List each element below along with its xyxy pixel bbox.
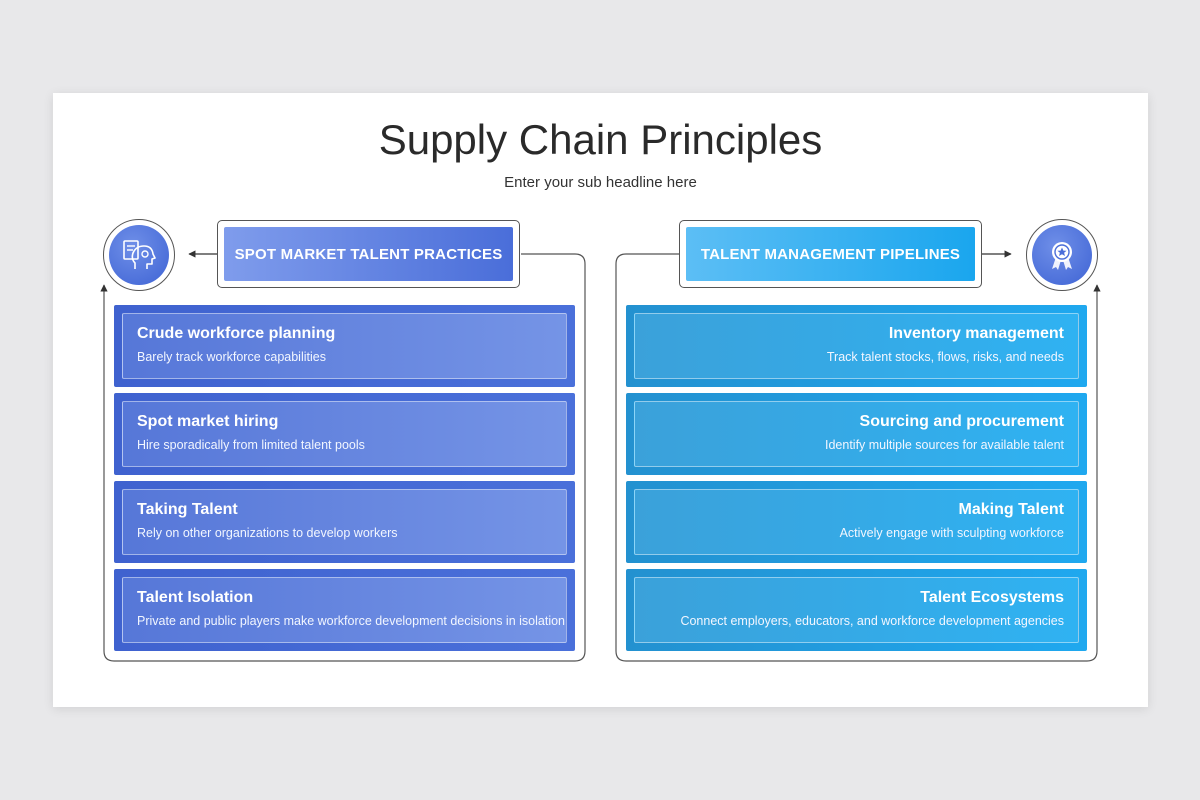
connector-lines (100, 250, 1101, 662)
list-item: Sourcing and procurement Identify multip… (626, 393, 1087, 475)
item-description: Rely on other organizations to develop w… (137, 526, 398, 540)
left-header-label: SPOT MARKET TALENT PRACTICES (224, 227, 513, 281)
left-header-box: SPOT MARKET TALENT PRACTICES (217, 220, 520, 288)
right-header-box: TALENT MANAGEMENT PIPELINES (679, 220, 982, 288)
slide-subtitle: Enter your sub headline here (504, 174, 697, 191)
item-title: Making Talent (958, 501, 1065, 518)
list-item: Talent Ecosystems Connect employers, edu… (626, 569, 1087, 651)
list-item: Talent Isolation Private and public play… (114, 569, 575, 651)
award-ribbon-icon (1052, 242, 1072, 270)
item-description: Track talent stocks, flows, risks, and n… (826, 350, 1064, 364)
slide: Supply Chain Principles Enter your sub h… (53, 93, 1148, 707)
left-item-list: Crude workforce planning Barely track wo… (114, 305, 575, 657)
list-item: Making Talent Actively engage with sculp… (626, 481, 1087, 563)
item-description: Actively engage with sculpting workforce (839, 526, 1064, 540)
item-description: Hire sporadically from limited talent po… (137, 438, 365, 452)
item-title: Taking Talent (137, 501, 238, 518)
left-icon-circle (103, 219, 175, 291)
list-item: Spot market hiring Hire sporadically fro… (114, 393, 575, 475)
item-title: Inventory management (888, 325, 1064, 342)
item-title: Spot market hiring (137, 413, 279, 430)
item-description: Barely track workforce capabilities (137, 350, 326, 364)
right-item-list: Inventory management Track talent stocks… (626, 305, 1087, 657)
right-header-label: TALENT MANAGEMENT PIPELINES (686, 227, 975, 281)
item-title: Sourcing and procurement (859, 413, 1064, 430)
list-item: Crude workforce planning Barely track wo… (114, 305, 575, 387)
slide-title: Supply Chain Principles (378, 116, 823, 163)
item-description: Connect employers, educators, and workfo… (680, 614, 1064, 628)
item-description: Private and public players make workforc… (137, 614, 565, 628)
item-title: Talent Isolation (137, 589, 254, 606)
list-item: Taking Talent Rely on other organization… (114, 481, 575, 563)
head-thinking-icon (123, 240, 156, 269)
item-description: Identify multiple sources for available … (824, 438, 1064, 452)
list-item: Inventory management Track talent stocks… (626, 305, 1087, 387)
item-title: Crude workforce planning (137, 325, 336, 342)
right-icon-circle (1026, 219, 1098, 291)
item-title: Talent Ecosystems (920, 589, 1064, 606)
